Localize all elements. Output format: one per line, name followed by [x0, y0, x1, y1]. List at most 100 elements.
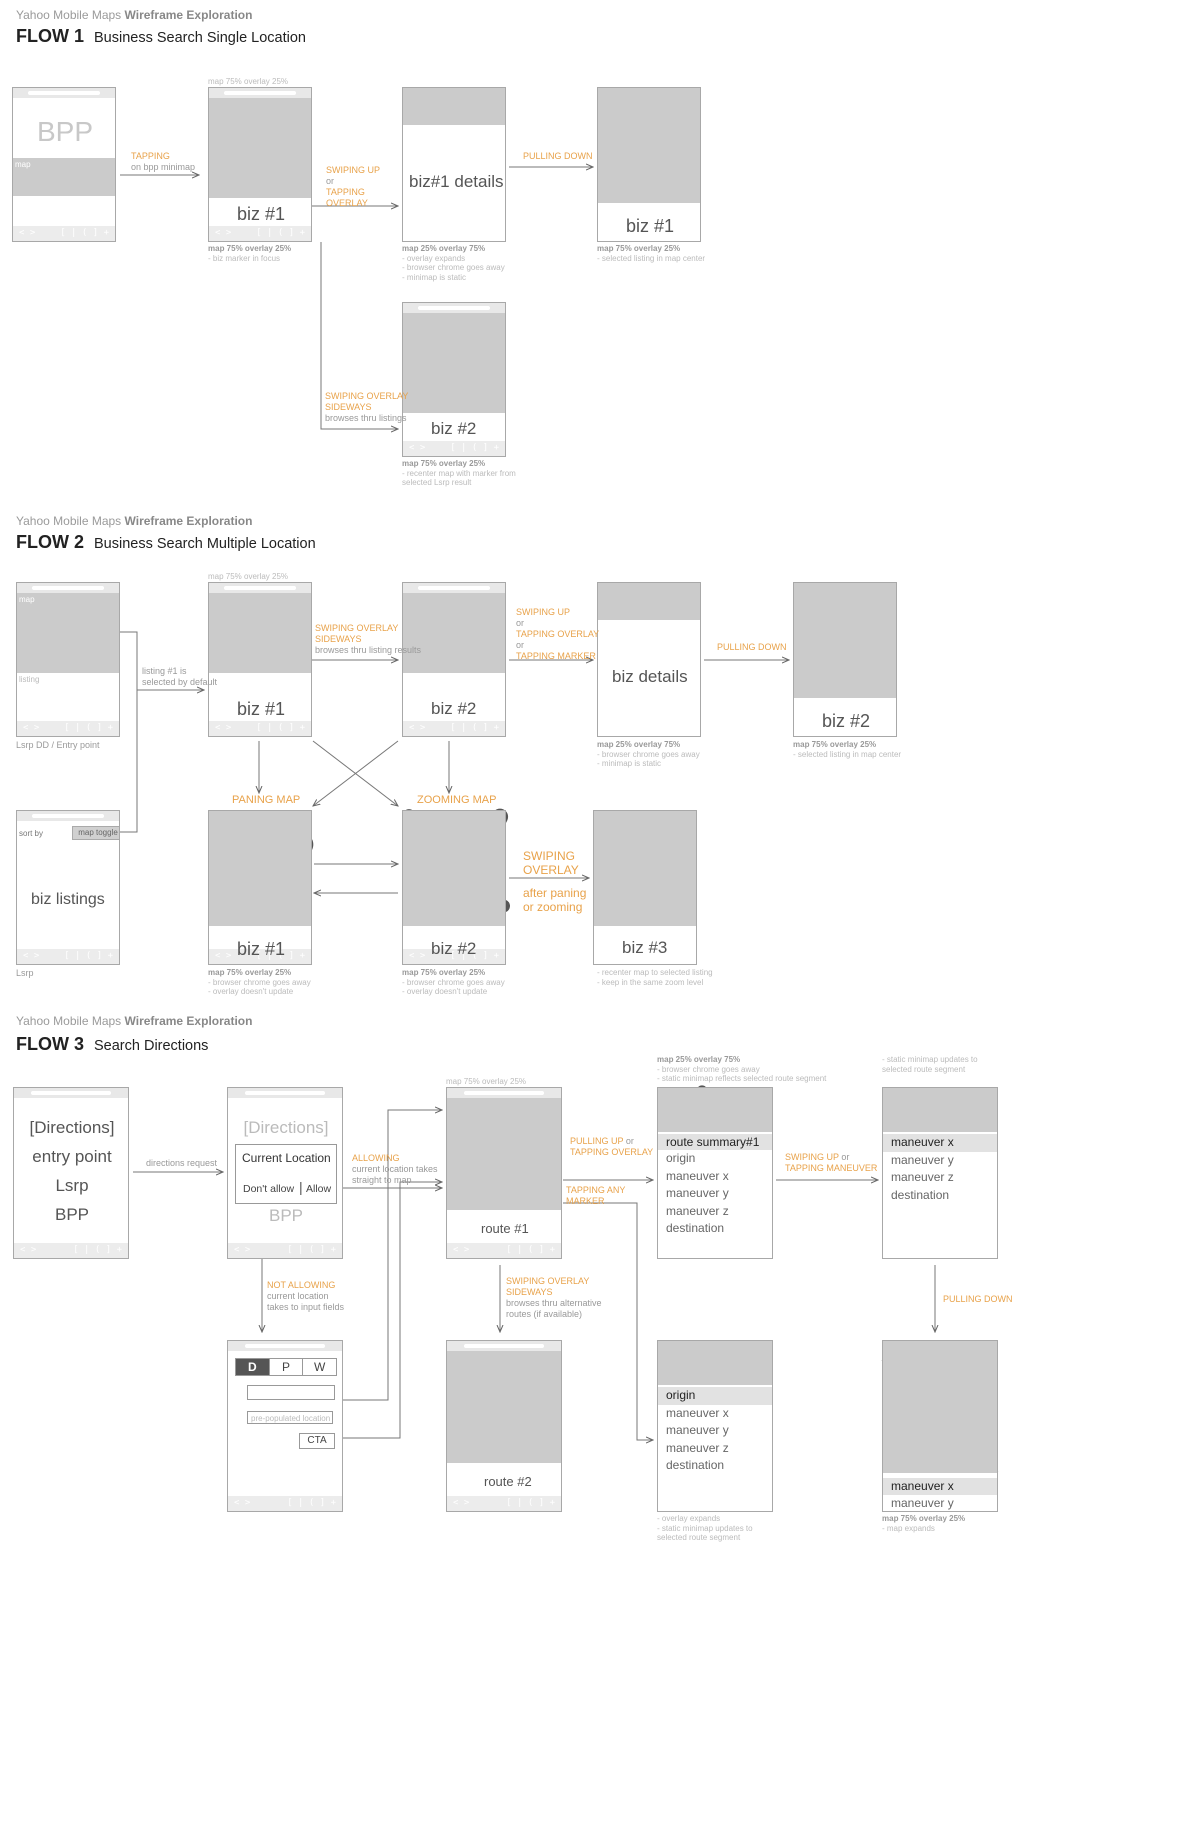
toolbar-action-buttons[interactable]: [ | ( ] +	[73, 1245, 122, 1255]
toolbar-action-buttons[interactable]: [ | ( ] +	[506, 1245, 555, 1255]
list-item[interactable]: destination	[666, 1458, 725, 1472]
list-item[interactable]: maneuver y	[891, 1152, 954, 1167]
bottom-toolbar[interactable]: < > [ | ( ] +	[228, 1243, 342, 1258]
bottom-toolbar[interactable]: < > [ | ( ] +	[228, 1496, 342, 1511]
map-area[interactable]	[403, 811, 505, 926]
bottom-toolbar[interactable]: < > [ | ( ] +	[403, 949, 505, 964]
bottom-toolbar[interactable]: < > [ | ( ] +	[13, 226, 115, 241]
bottom-toolbar[interactable]: < > [ | ( ] +	[17, 721, 119, 736]
list-item[interactable]: route summary#1	[658, 1134, 772, 1150]
toolbar-nav-buttons[interactable]: < >	[234, 1245, 251, 1255]
flow2-s7-notes: map 75% overlay 25%- browser chrome goes…	[208, 968, 311, 997]
bottom-toolbar[interactable]: < > [ | ( ] +	[209, 226, 311, 241]
map-area[interactable]	[598, 583, 700, 620]
directions-title: [Directions]	[243, 1118, 329, 1137]
allow-button[interactable]: Allow	[306, 1183, 332, 1195]
list-item[interactable]: maneuver x	[666, 1168, 729, 1183]
bottom-toolbar[interactable]: < > [ | ( ] +	[209, 721, 311, 736]
toolbar-action-buttons[interactable]: [ | ( ] +	[450, 723, 499, 733]
sort-by-label[interactable]: sort by	[19, 829, 44, 838]
subtitle-light: Yahoo Mobile Maps	[16, 8, 122, 22]
map-area[interactable]	[883, 1088, 997, 1132]
toolbar-nav-buttons[interactable]: < >	[23, 723, 40, 733]
toolbar-action-buttons[interactable]: [ | ( ] +	[287, 1498, 336, 1508]
map-area[interactable]	[17, 593, 119, 673]
list-item[interactable]: maneuver y	[666, 1423, 729, 1437]
toolbar-action-buttons[interactable]: [ | ( ] +	[64, 951, 113, 961]
map-area[interactable]	[883, 1341, 997, 1473]
toolbar-action-buttons[interactable]: [ | ( ] +	[64, 723, 113, 733]
bottom-toolbar[interactable]: < > [ | ( ] +	[403, 441, 505, 456]
toolbar-nav-buttons[interactable]: < >	[409, 723, 426, 733]
flow3-screen-route1: < >[ | ( ] +route #1	[446, 1087, 562, 1259]
bottom-toolbar[interactable]: < > [ | ( ] +	[209, 949, 311, 964]
flow1-s2-notes: map 75% overlay 25%- biz marker in focus	[208, 244, 291, 263]
toolbar-nav-buttons[interactable]: < >	[23, 951, 40, 961]
map-area[interactable]	[209, 98, 311, 198]
toolbar-nav-buttons[interactable]: < >	[409, 443, 426, 453]
map-area[interactable]	[594, 811, 696, 926]
entry-line: BPP	[54, 1205, 90, 1224]
mode-tab[interactable]: P	[268, 1359, 303, 1375]
toolbar-action-buttons[interactable]: [ | ( ] +	[60, 228, 109, 238]
toolbar-action-buttons[interactable]: [ | ( ] +	[256, 723, 305, 733]
map-area[interactable]	[794, 583, 896, 698]
map-area[interactable]	[209, 593, 311, 673]
map-area[interactable]	[658, 1341, 772, 1385]
destination-input[interactable]: pre-populated location	[247, 1411, 333, 1424]
flow3-s8-notes-line: selected route segment	[657, 1533, 741, 1542]
map-area[interactable]	[403, 313, 505, 413]
list-item[interactable]: maneuver x	[883, 1478, 997, 1495]
list-item[interactable]: maneuver z	[666, 1440, 729, 1455]
map-area[interactable]	[447, 1098, 561, 1210]
toolbar-nav-buttons[interactable]: < >	[234, 1498, 251, 1508]
toolbar-action-buttons[interactable]: [ | ( ] +	[450, 443, 499, 453]
toolbar-action-buttons[interactable]: [ | ( ] +	[256, 228, 305, 238]
list-item[interactable]: origin	[666, 1151, 696, 1165]
list-item[interactable]: maneuver z	[666, 1203, 729, 1218]
bpp-minimap[interactable]: map	[13, 158, 115, 196]
list-item[interactable]: destination	[891, 1187, 950, 1202]
bottom-toolbar[interactable]: < > [ | ( ] +	[403, 721, 505, 736]
mode-tab[interactable]: W	[302, 1359, 336, 1375]
list-item[interactable]: maneuver y	[666, 1186, 729, 1200]
toolbar-nav-buttons[interactable]: < >	[453, 1498, 470, 1508]
list-item[interactable]: origin	[658, 1387, 772, 1405]
annotation-swipe-sideways-line: SIDEWAYS	[315, 634, 362, 644]
bottom-toolbar[interactable]: < > [ | ( ] +	[447, 1496, 561, 1511]
map-area[interactable]	[598, 88, 700, 203]
annotation-after-paning-line: after paning	[523, 886, 587, 900]
toolbar-action-buttons[interactable]: [ | ( ] +	[506, 1498, 555, 1508]
toolbar-action-buttons[interactable]: [ | ( ] +	[256, 951, 305, 961]
list-item[interactable]: maneuver z	[891, 1170, 954, 1184]
bottom-toolbar[interactable]: < > [ | ( ] +	[14, 1243, 128, 1258]
map-area[interactable]	[447, 1351, 561, 1463]
bottom-toolbar[interactable]: < > [ | ( ] +	[447, 1243, 561, 1258]
toolbar-nav-buttons[interactable]: < >	[19, 228, 36, 238]
toolbar-nav-buttons[interactable]: < >	[215, 228, 232, 238]
list-item[interactable]: destination	[666, 1221, 725, 1235]
map-area[interactable]	[658, 1088, 772, 1132]
toolbar-action-buttons[interactable]: [ | ( ] +	[450, 951, 499, 961]
toolbar-nav-buttons[interactable]: < >	[453, 1245, 470, 1255]
list-item[interactable]: maneuver x	[883, 1134, 997, 1152]
dont-allow-button[interactable]: Don't allow	[243, 1183, 295, 1195]
map-area[interactable]	[403, 88, 505, 125]
annotation-pulling-up-line: TAPPING OVERLAY	[570, 1147, 654, 1157]
list-item[interactable]: maneuver y	[891, 1496, 954, 1510]
toolbar-nav-buttons[interactable]: < >	[409, 951, 426, 961]
bottom-toolbar[interactable]: < > [ | ( ] +	[17, 949, 119, 964]
list-item[interactable]: maneuver x	[666, 1405, 729, 1420]
toolbar-nav-buttons[interactable]: < >	[215, 951, 232, 961]
map-area[interactable]	[209, 811, 311, 926]
toolbar-action-buttons[interactable]: [ | ( ] +	[287, 1245, 336, 1255]
origin-input[interactable]	[247, 1385, 335, 1400]
map-toggle-button[interactable]: map toggle	[72, 826, 119, 840]
toolbar-nav-buttons[interactable]: < >	[20, 1245, 37, 1255]
mode-tab[interactable]: D	[236, 1359, 269, 1375]
map-area[interactable]	[403, 593, 505, 673]
toolbar-nav-buttons[interactable]: < >	[215, 723, 232, 733]
cta-button[interactable]: CTA	[299, 1433, 335, 1449]
